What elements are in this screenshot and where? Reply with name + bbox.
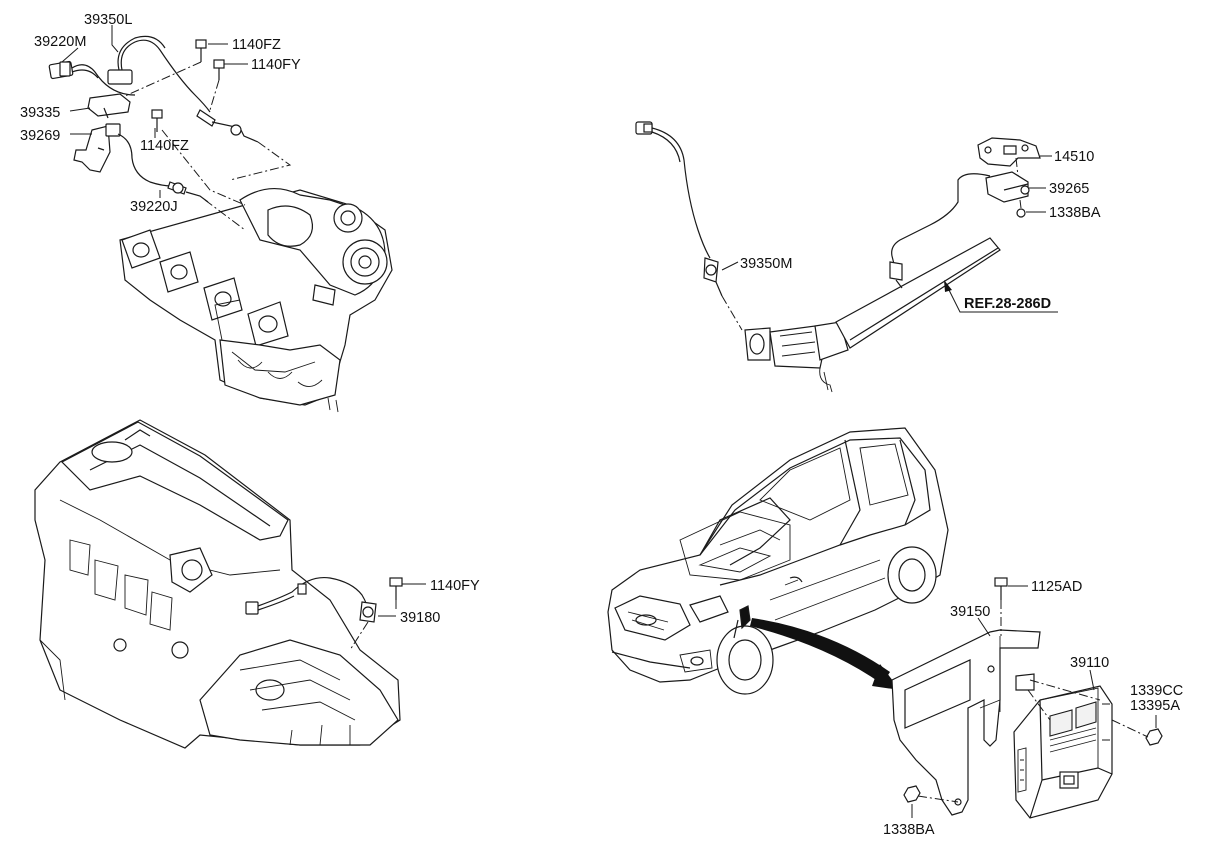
sensor-module-39265 (985, 171, 1030, 203)
label-13395A: 13395A (1130, 698, 1180, 714)
label-39110: 39110 (1070, 655, 1109, 671)
label-39220M: 39220M (34, 34, 86, 50)
nut-1338BA-right (1016, 208, 1026, 218)
label-14510: 14510 (1054, 149, 1094, 165)
turbo-manifold-assembly (119, 187, 393, 413)
oxygen-sensor-39350M (635, 121, 723, 297)
label-1339CC: 1339CC (1130, 683, 1183, 699)
vehicle-illustration (607, 427, 949, 695)
bolt-1125AD (994, 577, 1008, 600)
nut-1338BA-bottom (903, 785, 921, 803)
label-1140FY-bottom: 1140FY (430, 578, 480, 594)
label-1140FZ-mid: 1140FZ (140, 138, 189, 154)
label-1338BA-right: 1338BA (1049, 205, 1101, 221)
bracket-39269 (73, 125, 111, 173)
label-1140FY-top: 1140FY (251, 57, 301, 73)
bracket-39335 (87, 93, 131, 119)
oxygen-sensor-39220J (105, 123, 209, 203)
label-ref-28-286D: REF.28-286D (964, 296, 1051, 312)
engine-block (34, 419, 401, 749)
oxygen-sensor-39350L (107, 35, 259, 143)
bolt-1140FZ-top (195, 39, 207, 62)
bolt-1140FZ-mid (151, 109, 163, 132)
label-1338BA-bottom: 1338BA (883, 822, 935, 838)
ecu-39110 (1013, 685, 1113, 819)
ecu-bracket-39150 (891, 629, 1041, 816)
knock-sensor-39180 (245, 576, 377, 623)
label-39350M: 39350M (740, 256, 792, 272)
bolt-1140FY-bottom (389, 577, 403, 600)
label-39150: 39150 (950, 604, 990, 620)
label-39335: 39335 (20, 105, 60, 121)
label-39350L: 39350L (84, 12, 132, 28)
bolt-1140FY-top (213, 59, 225, 80)
label-39265: 39265 (1049, 181, 1089, 197)
bracket-14510 (977, 137, 1041, 167)
label-39180: 39180 (400, 610, 440, 626)
label-39220J: 39220J (130, 199, 178, 215)
label-39269: 39269 (20, 128, 60, 144)
part-labels: 39350L 39220M 1140FZ 1140FY 39335 39269 … (20, 12, 1183, 838)
rear-sensor-harness (889, 173, 991, 289)
exhaust-pipe-assembly (744, 237, 1001, 393)
label-1125AD: 1125AD (1031, 579, 1082, 595)
label-1140FZ-top: 1140FZ (232, 37, 281, 53)
nut-1339CC (1145, 728, 1163, 746)
oxygen-sensor-39220M (48, 60, 136, 96)
ref-arrow (944, 280, 1058, 313)
